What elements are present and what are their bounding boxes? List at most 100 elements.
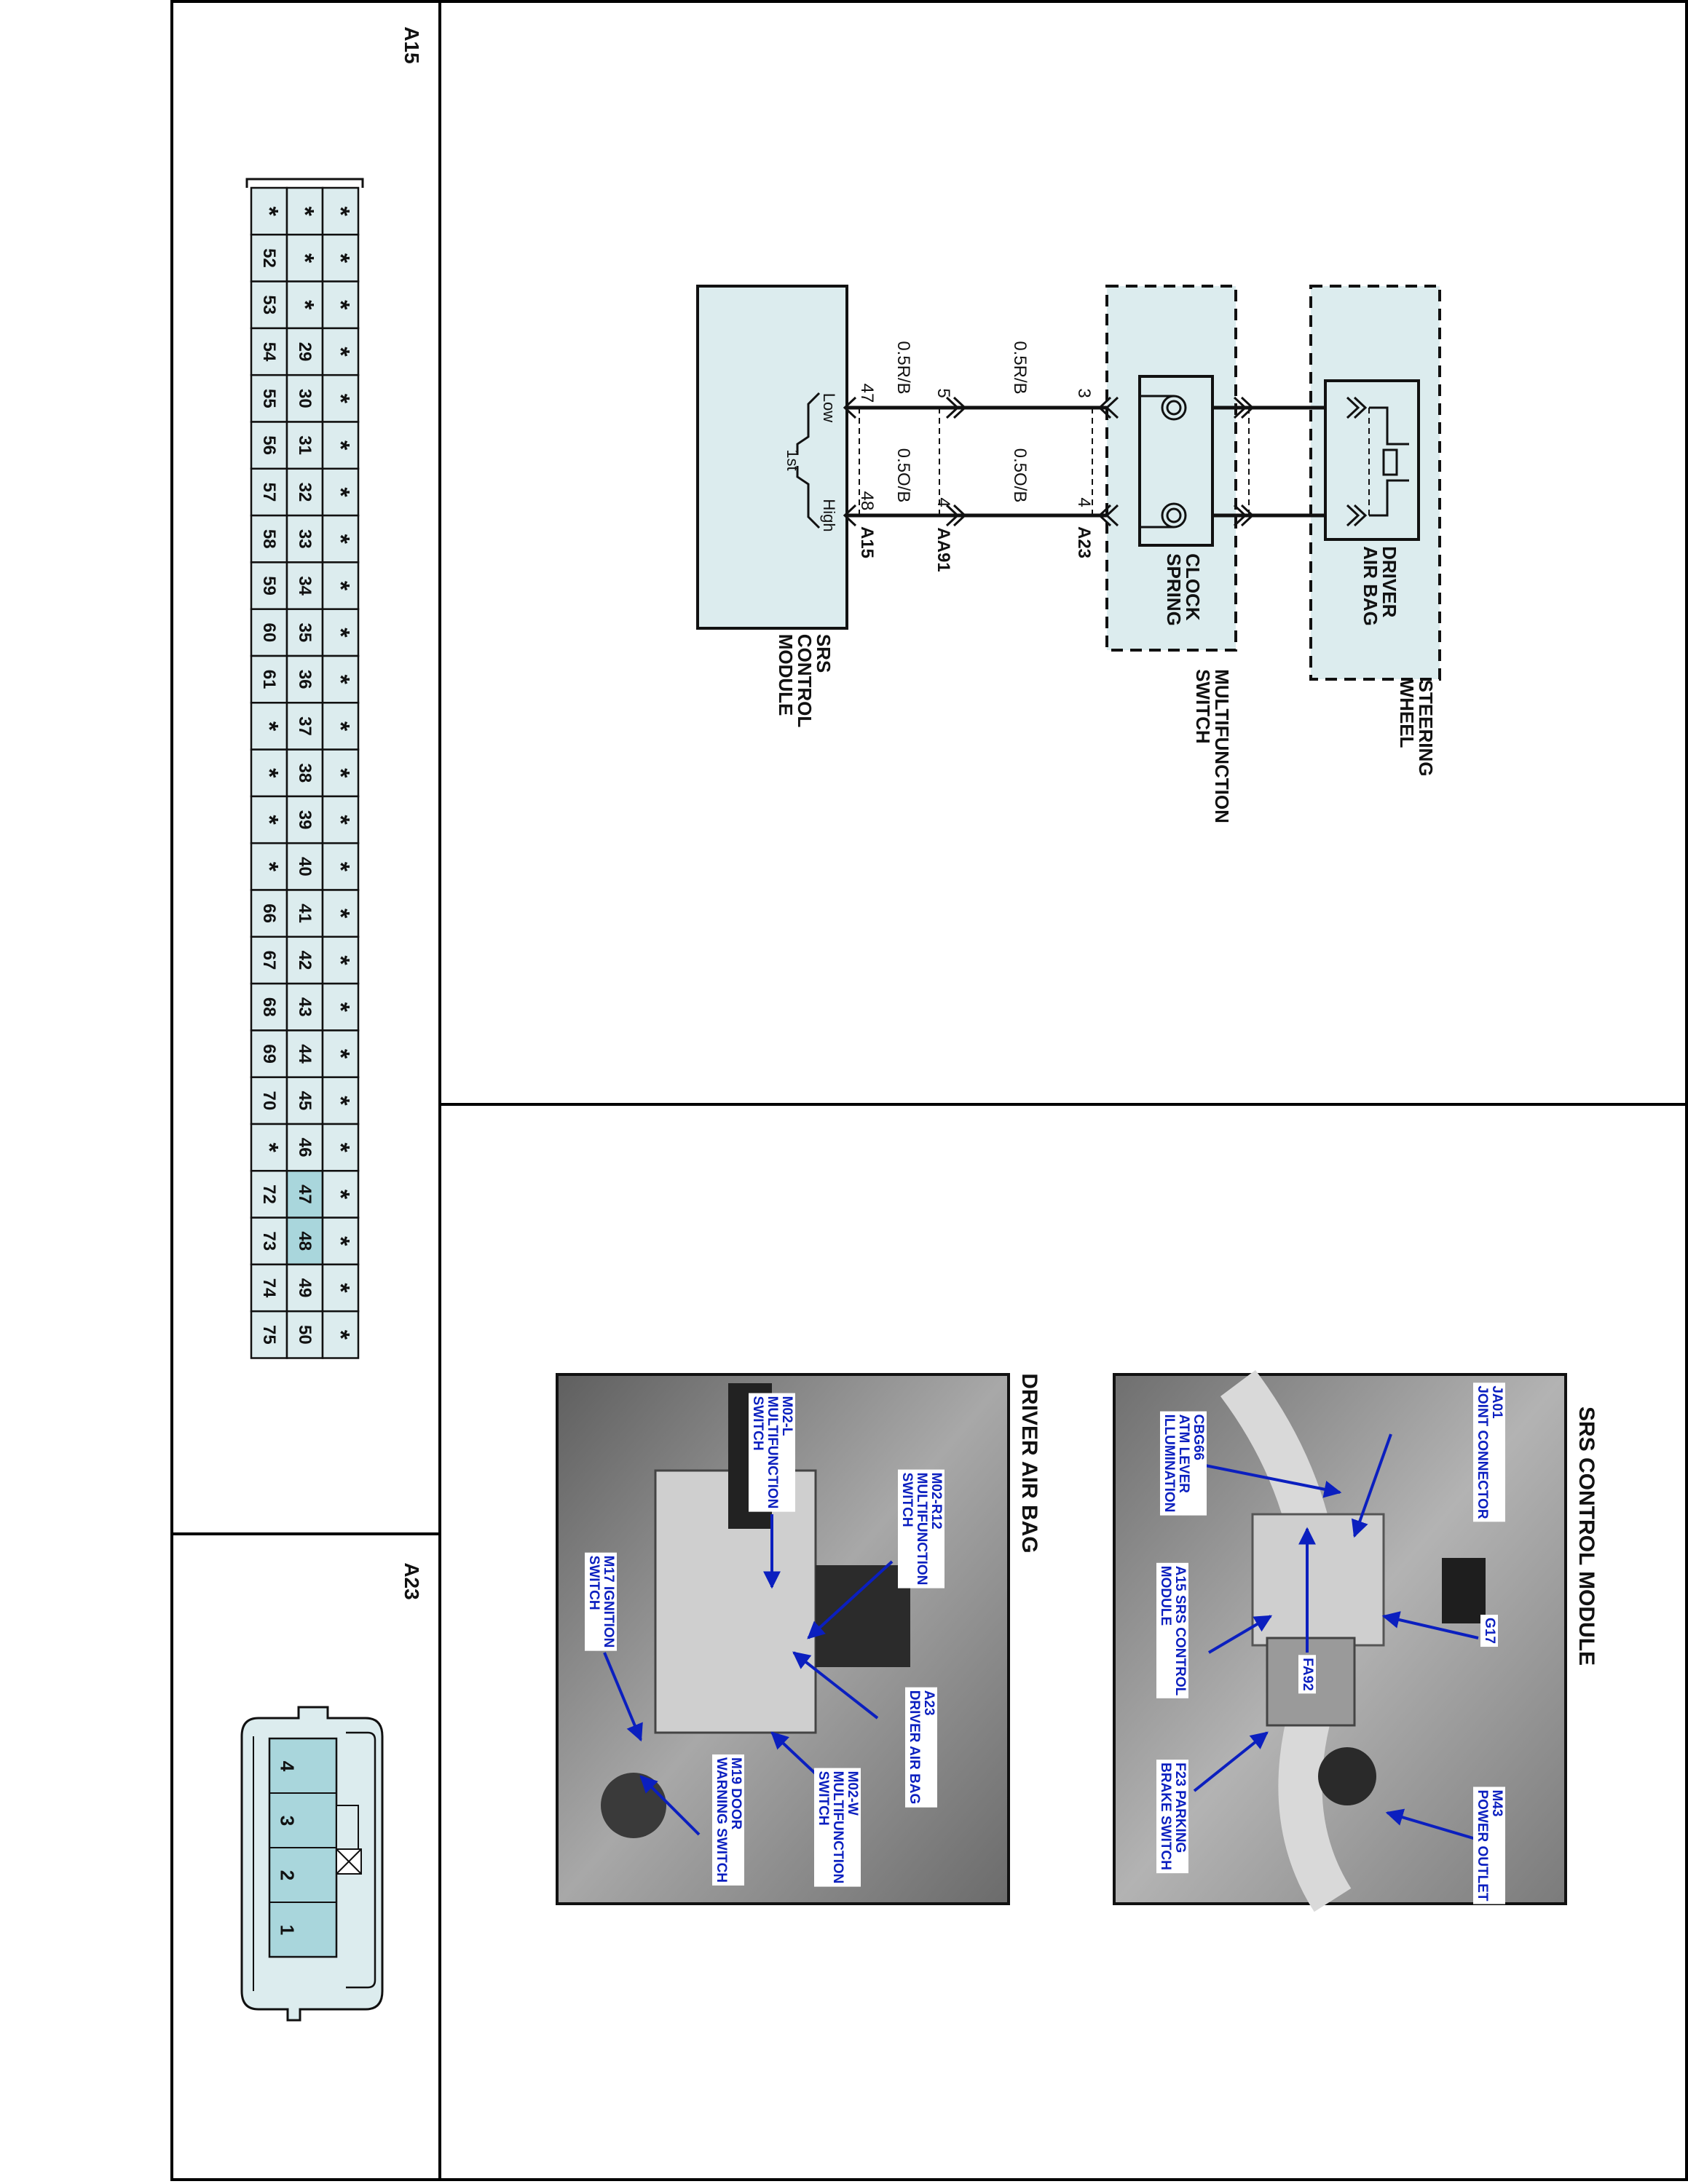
a15-cell [321, 421, 360, 470]
a15-pin-label: * [291, 207, 319, 217]
a15-cell [285, 982, 324, 1032]
a15-pin-label: * [291, 253, 319, 264]
a15-cell [285, 1216, 324, 1266]
a15-cell [321, 1263, 360, 1313]
a15-pin-label: 53 [259, 295, 279, 314]
a15-pin-label: 50 [295, 1325, 315, 1345]
a15-pin-label: 32 [295, 483, 315, 502]
a15-pin-label: 75 [259, 1325, 279, 1345]
a15-cell [250, 373, 288, 423]
a15-cell [285, 1029, 324, 1078]
a15-cell [321, 1310, 360, 1359]
a15-pin-label: 69 [259, 1044, 279, 1064]
a15-cell [321, 935, 360, 985]
a15-cell [285, 514, 324, 563]
a15-cell [285, 561, 324, 610]
a15-cell [250, 1310, 288, 1359]
a15-pin-label: * [256, 862, 283, 872]
a15-pin-label: * [327, 1002, 355, 1013]
a15-connector-tab [245, 178, 364, 188]
a15-pin-label: 60 [259, 622, 279, 642]
a15-cell [321, 795, 360, 844]
a15-pin-label: 57 [259, 483, 279, 502]
a15-pin-label: * [291, 300, 319, 310]
a15-pin-label: * [327, 862, 355, 872]
a15-pin-label: * [256, 815, 283, 825]
a15-cell [250, 982, 288, 1032]
a15-pin-label: 33 [295, 529, 315, 549]
a15-cell [321, 1170, 360, 1219]
a15-pin-label: 46 [295, 1138, 315, 1158]
a15-pin-label: * [327, 721, 355, 732]
a15-pin-label: 36 [295, 670, 315, 689]
label-m19-door-warning-switch: M19 DOOR WARNING SWITCH [712, 1754, 744, 1886]
a15-cell [285, 421, 324, 470]
a15-pin-label: 70 [259, 1091, 279, 1110]
a15-pin-label: 47 [295, 1184, 315, 1204]
a15-pin-label: * [327, 1236, 355, 1246]
a15-pin-label: * [327, 1143, 355, 1153]
a15-pin-label: 31 [295, 435, 315, 455]
a15-pin-label: 37 [295, 716, 315, 736]
a15-cell [250, 186, 288, 236]
a15-pin-label: 48 [295, 1231, 315, 1251]
label-m02-r12-multifunction-switch: M02-R12 MULTIFUNCTION SWITCH [898, 1469, 944, 1588]
a15-pin-label: * [327, 675, 355, 685]
a15-cell [321, 842, 360, 891]
a15-cell [285, 467, 324, 517]
a15-cell [250, 234, 288, 282]
a15-pin-label: 58 [259, 529, 279, 549]
a15-pin-label: 44 [295, 1044, 315, 1064]
a15-pin-label: 29 [295, 342, 315, 362]
a15-pin-label: 38 [295, 763, 315, 783]
a15-pin-label: * [256, 768, 283, 778]
a15-cell [321, 514, 360, 563]
a15-pin-label: * [327, 1049, 355, 1059]
a15-pin-label: * [327, 534, 355, 545]
label-m02-w-multifunction-switch: M02-W MULTIFUNCTION SWITCH [814, 1768, 861, 1887]
a15-cell [321, 467, 360, 517]
a15-cell [250, 421, 288, 470]
a15-cell [285, 1123, 324, 1172]
a15-pin-label: * [327, 768, 355, 778]
a15-cell [250, 561, 288, 610]
a15-pin-label: 55 [259, 389, 279, 408]
a15-cell [321, 1216, 360, 1266]
a15-pin-label: 49 [295, 1278, 315, 1298]
a15-pin-label: * [327, 1283, 355, 1293]
a15-pin-label: 35 [295, 622, 315, 642]
a15-cell [250, 748, 288, 798]
a15-cell [321, 1029, 360, 1078]
a15-cell [321, 373, 360, 423]
a15-cell [321, 982, 360, 1032]
a15-cell [321, 748, 360, 798]
a15-cell [250, 654, 288, 704]
a15-pin-label: * [327, 207, 355, 217]
a15-pin-label: 61 [259, 670, 279, 689]
a15-cell [321, 1123, 360, 1172]
a15-cell [285, 889, 324, 938]
label-a23-driver-air-bag: A23 DRIVER AIR BAG [905, 1687, 937, 1808]
a15-pin-label: * [327, 440, 355, 451]
a15-pin-label: 34 [295, 576, 315, 596]
a15-pin-label: 67 [259, 951, 279, 970]
a15-pin-label: * [327, 347, 355, 357]
a15-pin-label: 45 [295, 1091, 315, 1110]
a15-pin-label: 72 [259, 1184, 279, 1204]
a15-pin-label: 54 [259, 342, 279, 362]
a15-pin-label: 66 [259, 903, 279, 923]
a15-cell [285, 795, 324, 844]
label-m17-ignition-switch: M17 IGNITION SWITCH [585, 1552, 617, 1651]
a15-pin-label: 68 [259, 997, 279, 1017]
a15-pin-label: * [327, 628, 355, 638]
a15-pin-label: * [256, 207, 283, 217]
a15-pin-label: * [327, 815, 355, 825]
a15-pin-label: 52 [259, 248, 279, 268]
a15-pin-label: 56 [259, 435, 279, 455]
a15-cell [321, 702, 360, 751]
a15-pin-label: * [327, 487, 355, 497]
